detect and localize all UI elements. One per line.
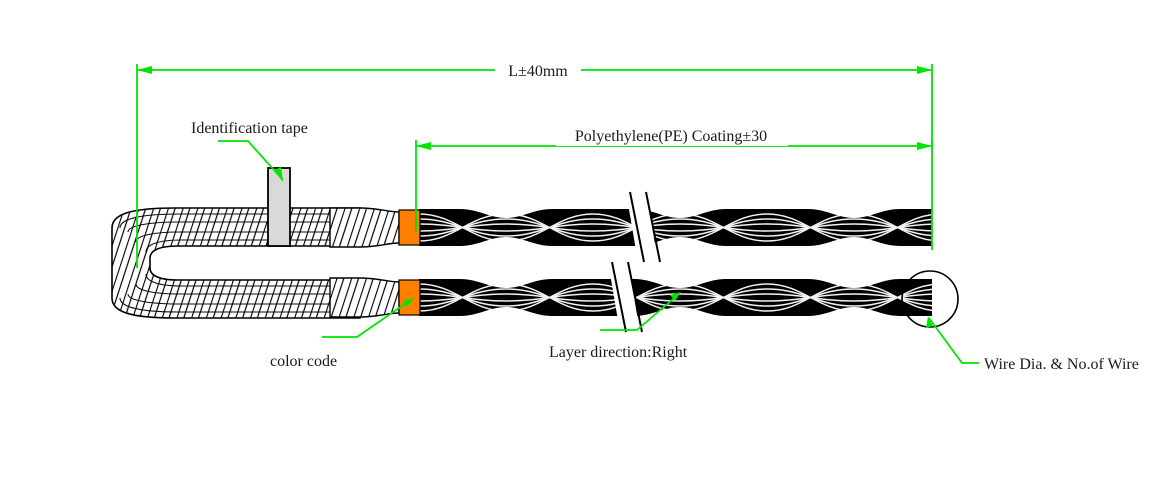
callout-color-code: color code: [270, 298, 414, 370]
layer-direction-label: Layer direction:Right: [549, 344, 688, 361]
color-code-leader: [322, 298, 413, 338]
callout-layer-direction: Layer direction:Right: [549, 292, 688, 361]
color-code-arrowhead: [403, 298, 414, 307]
dimension-pe-coating: Polyethylene(PE) Coating±30: [415, 124, 933, 232]
bare-wire-loop-body: [111, 207, 361, 319]
layer-direction-leader: [600, 293, 680, 331]
pe-coating-upper: [419, 209, 932, 246]
identification-tape-arrowhead: [274, 167, 283, 182]
bare-wire-strand-lines: [119, 213, 360, 313]
callout-wire-dia: Wire Dia. & No.of Wire: [926, 316, 1139, 373]
pe-coating-label: Polyethylene(PE) Coating±30: [575, 128, 767, 145]
bare-wire-loop: [111, 207, 361, 319]
callout-identification-tape: Identification tape: [191, 120, 308, 182]
pe-label-backing: [556, 124, 788, 146]
wire-dia-arrowhead: [926, 316, 933, 328]
wire-dia-leader: [928, 317, 979, 364]
identification-tape-flag: [267, 167, 291, 247]
identification-tape-label: Identification tape: [191, 120, 308, 137]
pe-arrowhead-left: [416, 142, 431, 150]
break-symbol-upper: [626, 191, 661, 263]
identification-tape-leader: [218, 140, 284, 181]
pe-coating-lower: [419, 279, 932, 316]
wire-dia-label: Wire Dia. & No.of Wire: [984, 356, 1139, 373]
arrowhead-left: [137, 66, 152, 74]
wire-transition-lower: [329, 277, 400, 318]
wire-detail-circle: [901, 270, 959, 328]
break-symbol-lower: [608, 261, 643, 333]
color-code-band-upper: [398, 209, 421, 246]
pe-arrowhead-right: [917, 142, 932, 150]
dimension-overall-length: L±40mm: [136, 58, 933, 268]
wire-transition-upper: [329, 207, 400, 248]
color-code-band-lower: [398, 279, 421, 316]
overall-length-label: L±40mm: [508, 63, 568, 80]
dimension-label-backing: [495, 58, 581, 80]
color-code-label: color code: [270, 353, 337, 370]
arrowhead-right: [917, 66, 932, 74]
layer-direction-arrowhead: [670, 292, 681, 301]
